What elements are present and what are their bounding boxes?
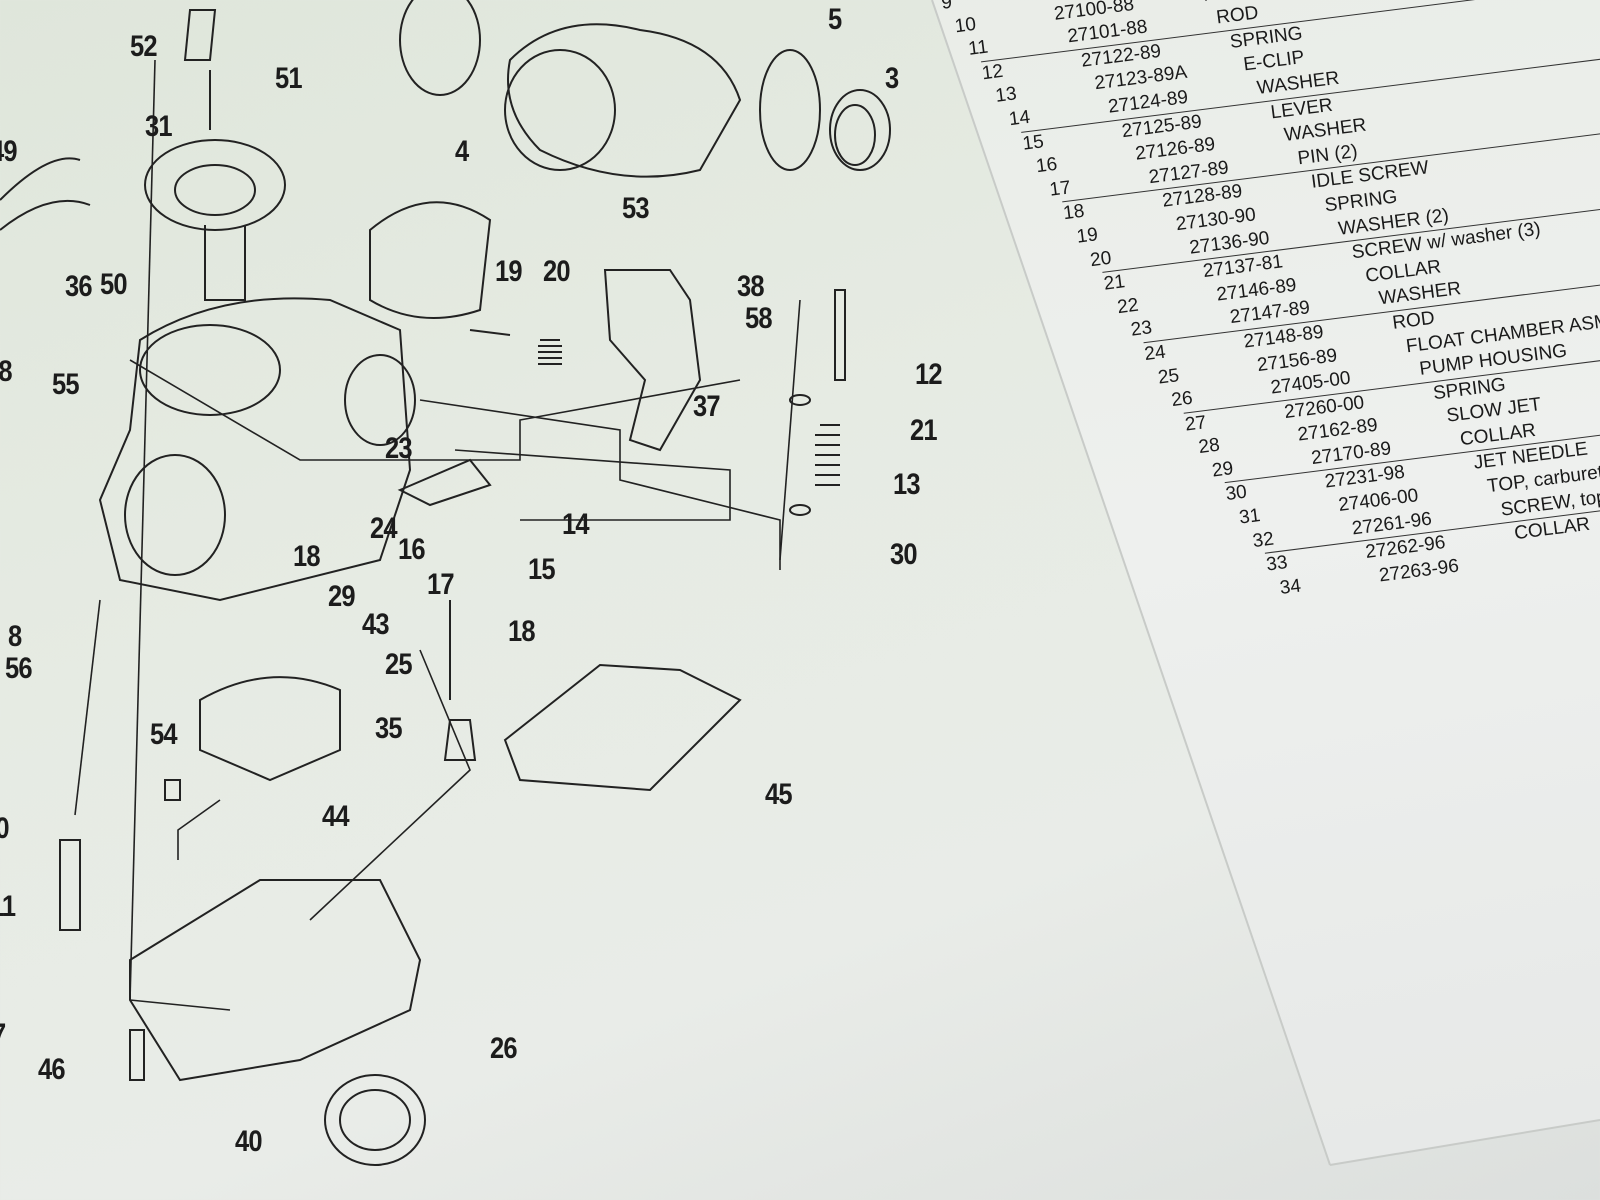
callout-label: 7 <box>0 1018 6 1052</box>
callout-label: 4 <box>455 135 469 168</box>
callout-label: 46 <box>38 1053 66 1086</box>
item-number: 32 <box>1251 528 1276 552</box>
callout-label: 36 <box>65 270 93 303</box>
item-number: 33 <box>1265 552 1289 576</box>
diaphragm-40 <box>324 1074 426 1166</box>
rod-12 <box>834 289 846 381</box>
callout-label: 8 <box>8 620 22 653</box>
callout-label: 18 <box>508 615 536 648</box>
callout-label: 53 <box>622 192 650 225</box>
callout-label: 55 <box>52 368 80 401</box>
needle-jet-11 <box>59 839 81 931</box>
item-number: 22 <box>1116 294 1140 318</box>
item-number: 20 <box>1088 247 1113 271</box>
gasket-45 <box>503 663 742 792</box>
screw-19 <box>469 329 511 336</box>
intake-elbow <box>507 23 742 178</box>
item-number: 19 <box>1075 224 1100 248</box>
callout-label: 3 <box>885 62 899 95</box>
carburetor-body <box>98 297 412 602</box>
callout-label: 17 <box>427 568 455 601</box>
callout-label: 51 <box>275 62 303 95</box>
spring-13 <box>815 424 840 486</box>
callout-label: 26 <box>490 1032 518 1065</box>
needle-valve-54 <box>164 779 181 801</box>
callout-label: 44 <box>322 800 350 833</box>
callout-label: 5 <box>828 3 842 36</box>
item-number: 29 <box>1210 457 1235 482</box>
lever-16 <box>397 458 492 507</box>
item-number: 34 <box>1278 575 1303 599</box>
spring-52 <box>183 9 217 61</box>
callout-label: 19 <box>495 255 523 288</box>
callout-label: 35 <box>375 712 403 745</box>
callout-label: 23 <box>385 432 413 465</box>
callout-label: 28 <box>0 355 13 389</box>
callout-label: 56 <box>5 652 33 685</box>
item-number: 16 <box>1034 153 1059 178</box>
callout-label: 13 <box>893 468 921 501</box>
item-number: 17 <box>1048 176 1072 201</box>
callout-label: 14 <box>562 508 590 541</box>
item-number: 24 <box>1143 341 1167 366</box>
callout-label: 52 <box>130 30 158 63</box>
callout-label: 15 <box>528 553 556 586</box>
item-number: 12 <box>980 60 1005 85</box>
item-number: 23 <box>1129 317 1154 341</box>
item-number: 25 <box>1156 364 1181 389</box>
gasket-ring-5 <box>399 0 481 96</box>
item-number: 11 <box>967 36 990 60</box>
item-number: 13 <box>994 83 1018 108</box>
spring-20 <box>538 339 562 365</box>
float-44 <box>199 676 341 782</box>
float-chamber-26 <box>129 879 422 1082</box>
callout-label: 16 <box>398 533 426 566</box>
callout-label: 10 <box>0 812 10 846</box>
item-number: 9 <box>940 0 954 14</box>
leader-lines <box>74 59 801 1011</box>
ring-4 <box>369 201 492 319</box>
lever-38 <box>603 269 702 452</box>
item-number: 21 <box>1102 271 1127 295</box>
spring-35 <box>443 719 477 761</box>
callout-label: 37 <box>693 390 721 423</box>
part-drawings <box>0 0 891 1166</box>
seal-3 <box>829 89 891 171</box>
diaphragm-51 <box>144 139 286 231</box>
item-number: 31 <box>1237 505 1262 529</box>
callout-label: 21 <box>910 414 938 447</box>
hose-49 <box>0 157 91 231</box>
callout-label: 40 <box>235 1125 263 1158</box>
item-number: 28 <box>1197 434 1221 459</box>
callout-label: 11 <box>0 890 16 923</box>
item-number: 14 <box>1007 106 1032 131</box>
callout-label: 18 <box>293 540 321 573</box>
item-number: 26 <box>1170 387 1194 412</box>
callout-label: 25 <box>385 648 413 681</box>
item-number: 15 <box>1021 130 1045 155</box>
screw-46 <box>129 1029 145 1081</box>
callout-label: 38 <box>737 270 765 303</box>
callout-label: 45 <box>765 778 793 811</box>
callout-label: 29 <box>328 580 356 613</box>
callout-label: 54 <box>150 718 178 751</box>
item-number: 27 <box>1183 411 1208 436</box>
callout-label: 50 <box>100 268 128 301</box>
callout-label: 49 <box>0 135 18 168</box>
item-number: 10 <box>953 13 978 37</box>
item-number: 18 <box>1061 201 1086 225</box>
callout-label: 12 <box>915 358 943 391</box>
callout-label: 20 <box>543 255 571 288</box>
callout-label: 30 <box>890 538 918 571</box>
callout-label: 43 <box>362 608 390 641</box>
callout-label: 24 <box>370 512 398 545</box>
callout-label: 31 <box>145 110 173 143</box>
item-number: 30 <box>1224 482 1249 506</box>
gasket-5 <box>759 49 821 171</box>
callout-label: 58 <box>745 302 773 335</box>
